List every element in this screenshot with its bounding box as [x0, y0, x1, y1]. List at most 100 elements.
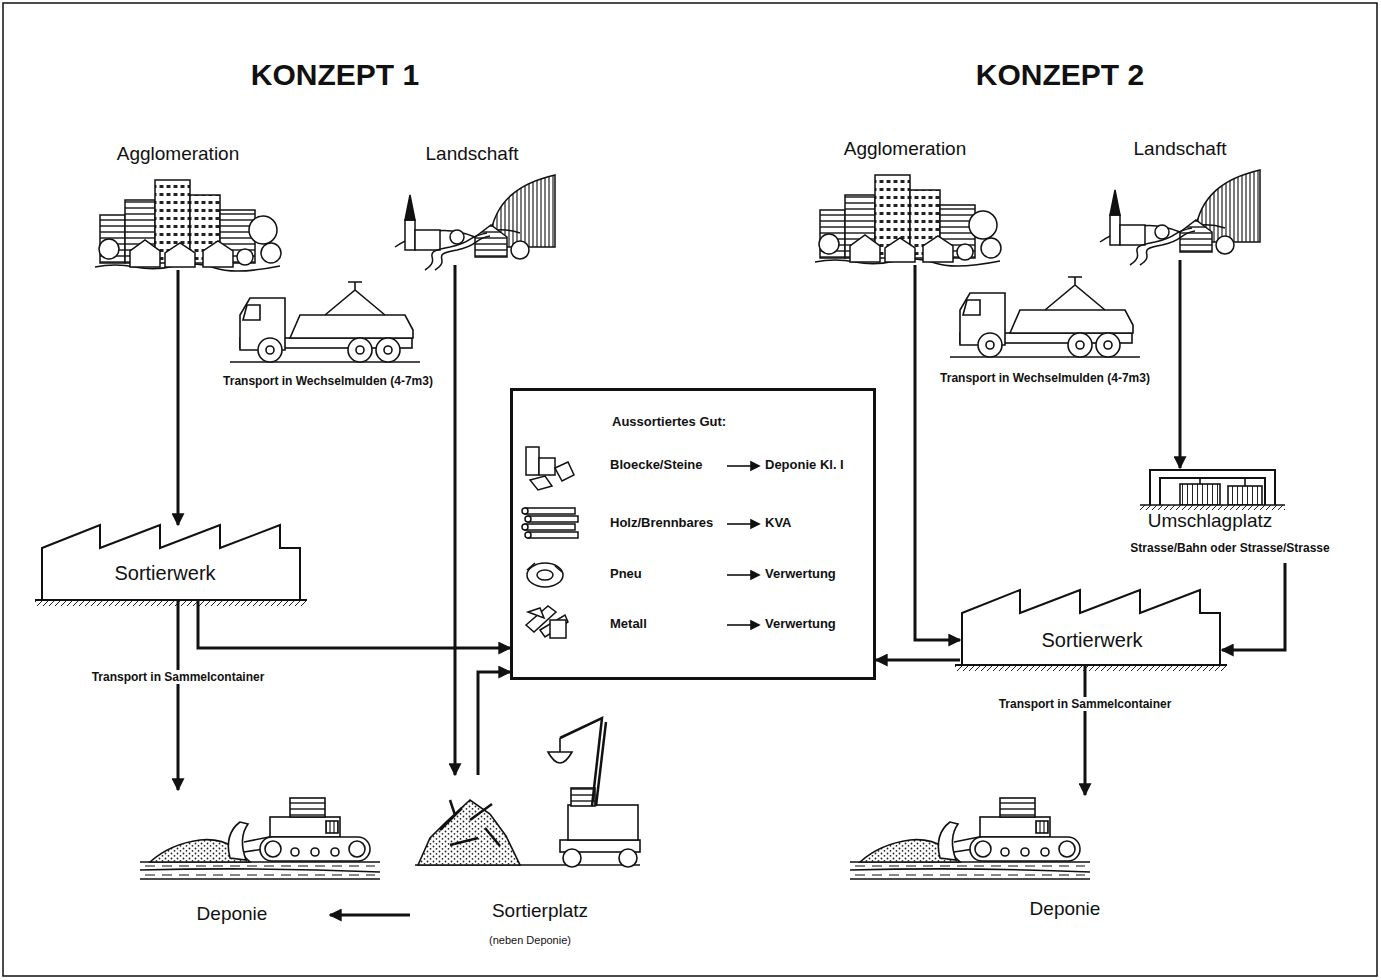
- flow-arrow: [478, 672, 510, 775]
- illustration-stroke: [230, 282, 420, 362]
- flow-node: Agglomeration: [815, 135, 1015, 265]
- flow-arrow: [177, 600, 180, 790]
- illustration-stroke: [548, 738, 572, 763]
- illustration-stroke: [1180, 484, 1220, 505]
- flow-arrow: [1222, 563, 1285, 650]
- node-text: Pneu: [610, 567, 642, 582]
- node-text: Landschaft: [426, 143, 519, 165]
- illustration-stroke: [527, 563, 563, 587]
- illustration-stroke: [526, 447, 539, 475]
- node-text: Deponie: [197, 903, 268, 925]
- flow-node: Landschaft: [1100, 135, 1260, 260]
- flow-arrow: [198, 600, 510, 648]
- illustration-stroke: [528, 608, 544, 618]
- illustration-stroke: [815, 175, 1001, 266]
- node-text: Strasse/Bahn oder Strasse/Strasse: [1130, 542, 1329, 556]
- flow-node: Deponie: [830, 795, 1160, 930]
- node-text: Sortierwerk: [1041, 629, 1142, 652]
- flow-arrow: [876, 659, 960, 662]
- node-text: Holz/Brennbares: [610, 516, 713, 531]
- flow-node: Landschaft: [395, 140, 550, 265]
- illustration-stroke: [530, 476, 552, 490]
- illustration-stroke: [568, 805, 638, 840]
- flow-arrow: [330, 914, 410, 917]
- node-text: Deponie: [1030, 898, 1101, 920]
- flow-node: Deponie: [130, 790, 330, 935]
- illustration-stroke: [560, 718, 606, 806]
- illustration-stroke: [527, 563, 562, 572]
- node-text: Agglomeration: [844, 138, 967, 160]
- illustration-stroke: [528, 516, 578, 522]
- illustration-stroke: [35, 525, 307, 606]
- node-text: (neben Deponie): [489, 934, 571, 947]
- illustration-stroke: [1228, 486, 1262, 505]
- edge-label: Transport in Sammelcontainer: [996, 697, 1175, 711]
- node-text: Umschlagplatz: [1148, 510, 1273, 532]
- node-text: Bloecke/Steine: [610, 458, 703, 473]
- node-text: Landschaft: [1134, 138, 1227, 160]
- illustration-stroke: [1140, 505, 1285, 510]
- illustration-stroke: [850, 798, 1090, 879]
- illustration-stroke: [950, 277, 1140, 357]
- flow-node: Sortierplatz (neben Deponie): [410, 775, 640, 955]
- illustration-stroke: [727, 624, 752, 626]
- node-text: Agglomeration: [117, 143, 240, 165]
- illustration-stroke: [1150, 470, 1275, 505]
- illustration-stroke: [525, 532, 531, 538]
- illustration-stroke: [751, 571, 759, 579]
- flow-node: UmschlagplatzStrasse/Bahn oder Strasse/S…: [1090, 468, 1370, 563]
- concept-heading: KONZEPT 1: [251, 58, 419, 93]
- sorted-goods-box: Aussortiertes Gut: Bloecke/Steine Deponie …: [510, 388, 876, 680]
- illustration-stroke: [140, 798, 380, 879]
- illustration-stroke: [525, 524, 575, 530]
- flow-arrow: [454, 265, 457, 775]
- illustration-stroke: [525, 508, 575, 514]
- flow-node: Sortierwerk: [40, 525, 302, 600]
- illustration-stroke: [751, 520, 759, 528]
- transport-note: Transport in Wechselmulden (4-7m3): [223, 375, 433, 389]
- node-text: Deponie Kl. I: [765, 458, 844, 473]
- concept-heading: KONZEPT 2: [976, 58, 1144, 93]
- flow-arrow: [1179, 260, 1182, 468]
- illustration-stroke: [95, 180, 281, 271]
- illustration-stroke: [751, 621, 759, 629]
- flow-arrow: [1084, 665, 1087, 795]
- illustration-stroke: [522, 508, 528, 514]
- node-text: Sortierwerk: [114, 562, 215, 585]
- illustration-stroke: [537, 570, 553, 580]
- illustration-stroke: [528, 532, 578, 538]
- flow-arrow: [915, 265, 960, 640]
- illustration-stroke: [440, 800, 500, 846]
- illustration-stroke: [1140, 504, 1285, 506]
- transport-note: Transport in Wechselmulden (4-7m3): [940, 372, 1150, 386]
- illustration-stroke: [727, 574, 752, 576]
- illustration-stroke: [955, 590, 1227, 671]
- sortierplatz-drawing: [415, 718, 640, 867]
- sorted-goods-icons: [522, 447, 578, 638]
- illustration-stroke: [522, 524, 528, 530]
- illustration-stroke: [751, 462, 759, 470]
- illustration-stroke: [550, 620, 566, 638]
- illustration-stroke: [563, 849, 581, 867]
- umschlagplatz-drawing: [1140, 470, 1285, 510]
- illustration-stroke: [555, 462, 574, 481]
- illustration-stroke: [727, 523, 752, 525]
- illustration-stroke: [525, 516, 531, 522]
- flow-node: Agglomeration: [90, 140, 290, 270]
- illustration-stroke: [539, 458, 555, 475]
- node-text: Metall: [610, 617, 647, 632]
- illustration-stroke: [395, 175, 555, 270]
- edge-label: Transport in Sammelcontainer: [89, 670, 268, 684]
- node-text: KVA: [765, 516, 791, 531]
- flow-arrow: [177, 270, 180, 525]
- inner-arrows: [727, 462, 759, 629]
- node-text: Verwertung: [765, 617, 836, 632]
- node-text: Sortierplatz: [492, 900, 588, 922]
- illustration-stroke: [727, 465, 752, 467]
- node-text: Aussortiertes Gut:: [612, 415, 726, 430]
- illustration-stroke: [619, 849, 637, 867]
- illustration-stroke: [1100, 170, 1260, 265]
- illustration-stroke: [418, 800, 520, 865]
- flow-node: Sortierwerk: [960, 590, 1222, 665]
